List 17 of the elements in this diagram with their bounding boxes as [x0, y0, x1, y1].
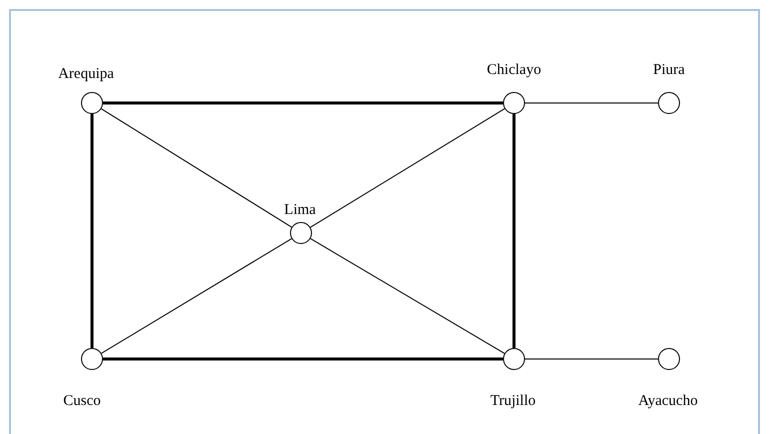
connector-line	[100, 108, 292, 228]
city-label: Ayacucho	[638, 392, 698, 410]
city-label: Arequipa	[58, 65, 114, 83]
connector-line	[103, 102, 503, 104]
connector-line	[524, 358, 658, 360]
connector-line	[310, 108, 506, 228]
city-label: Chiclayo	[486, 61, 542, 79]
connector-line	[90, 114, 94, 348]
city-label: Trujillo	[490, 392, 536, 410]
connector-line	[310, 238, 506, 354]
connector-line	[100, 238, 292, 354]
connector-line	[512, 114, 516, 348]
connector-line	[524, 102, 658, 104]
city-label: Piura	[653, 61, 685, 79]
city-label: Lima	[284, 201, 316, 219]
city-label: Cusco	[63, 392, 101, 410]
connector-line	[103, 358, 503, 360]
